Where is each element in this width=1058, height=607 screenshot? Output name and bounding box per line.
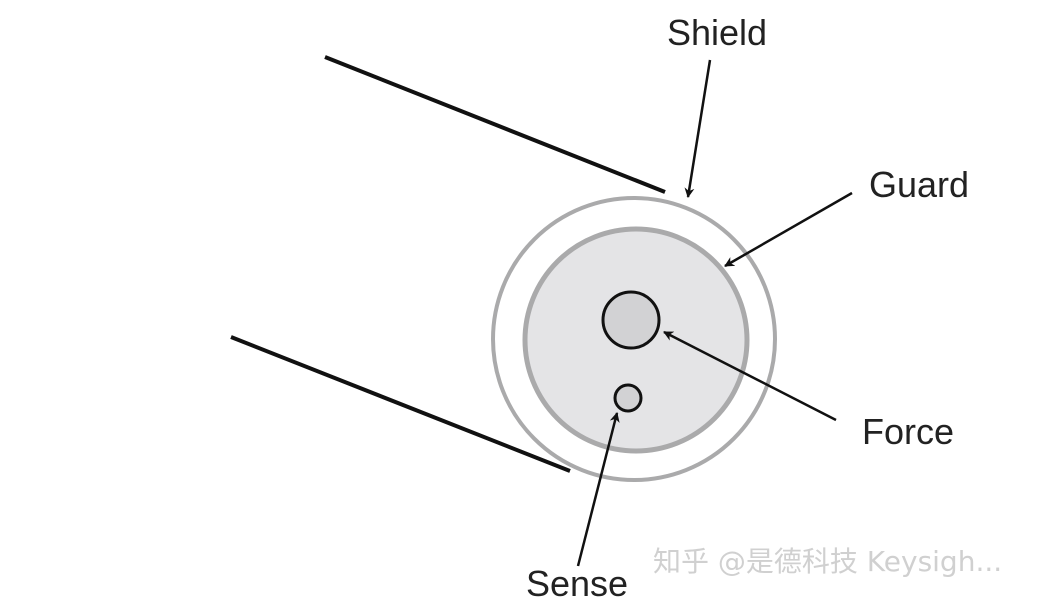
shield-arrow	[684, 59, 712, 198]
cable-top-edge	[324, 55, 666, 194]
sense-label: Sense	[526, 563, 628, 604]
force-arrow	[663, 330, 837, 422]
force-conductor	[601, 290, 661, 350]
shield-label: Shield	[667, 12, 767, 53]
force-label: Force	[862, 411, 954, 452]
cable-bottom-edge	[230, 335, 571, 473]
watermark: 知乎 @是德科技 Keysigh...	[653, 545, 1002, 578]
guard-label: Guard	[869, 164, 969, 205]
sense-arrow	[576, 412, 620, 567]
guard-arrow	[724, 191, 853, 268]
sense-conductor	[613, 383, 643, 413]
